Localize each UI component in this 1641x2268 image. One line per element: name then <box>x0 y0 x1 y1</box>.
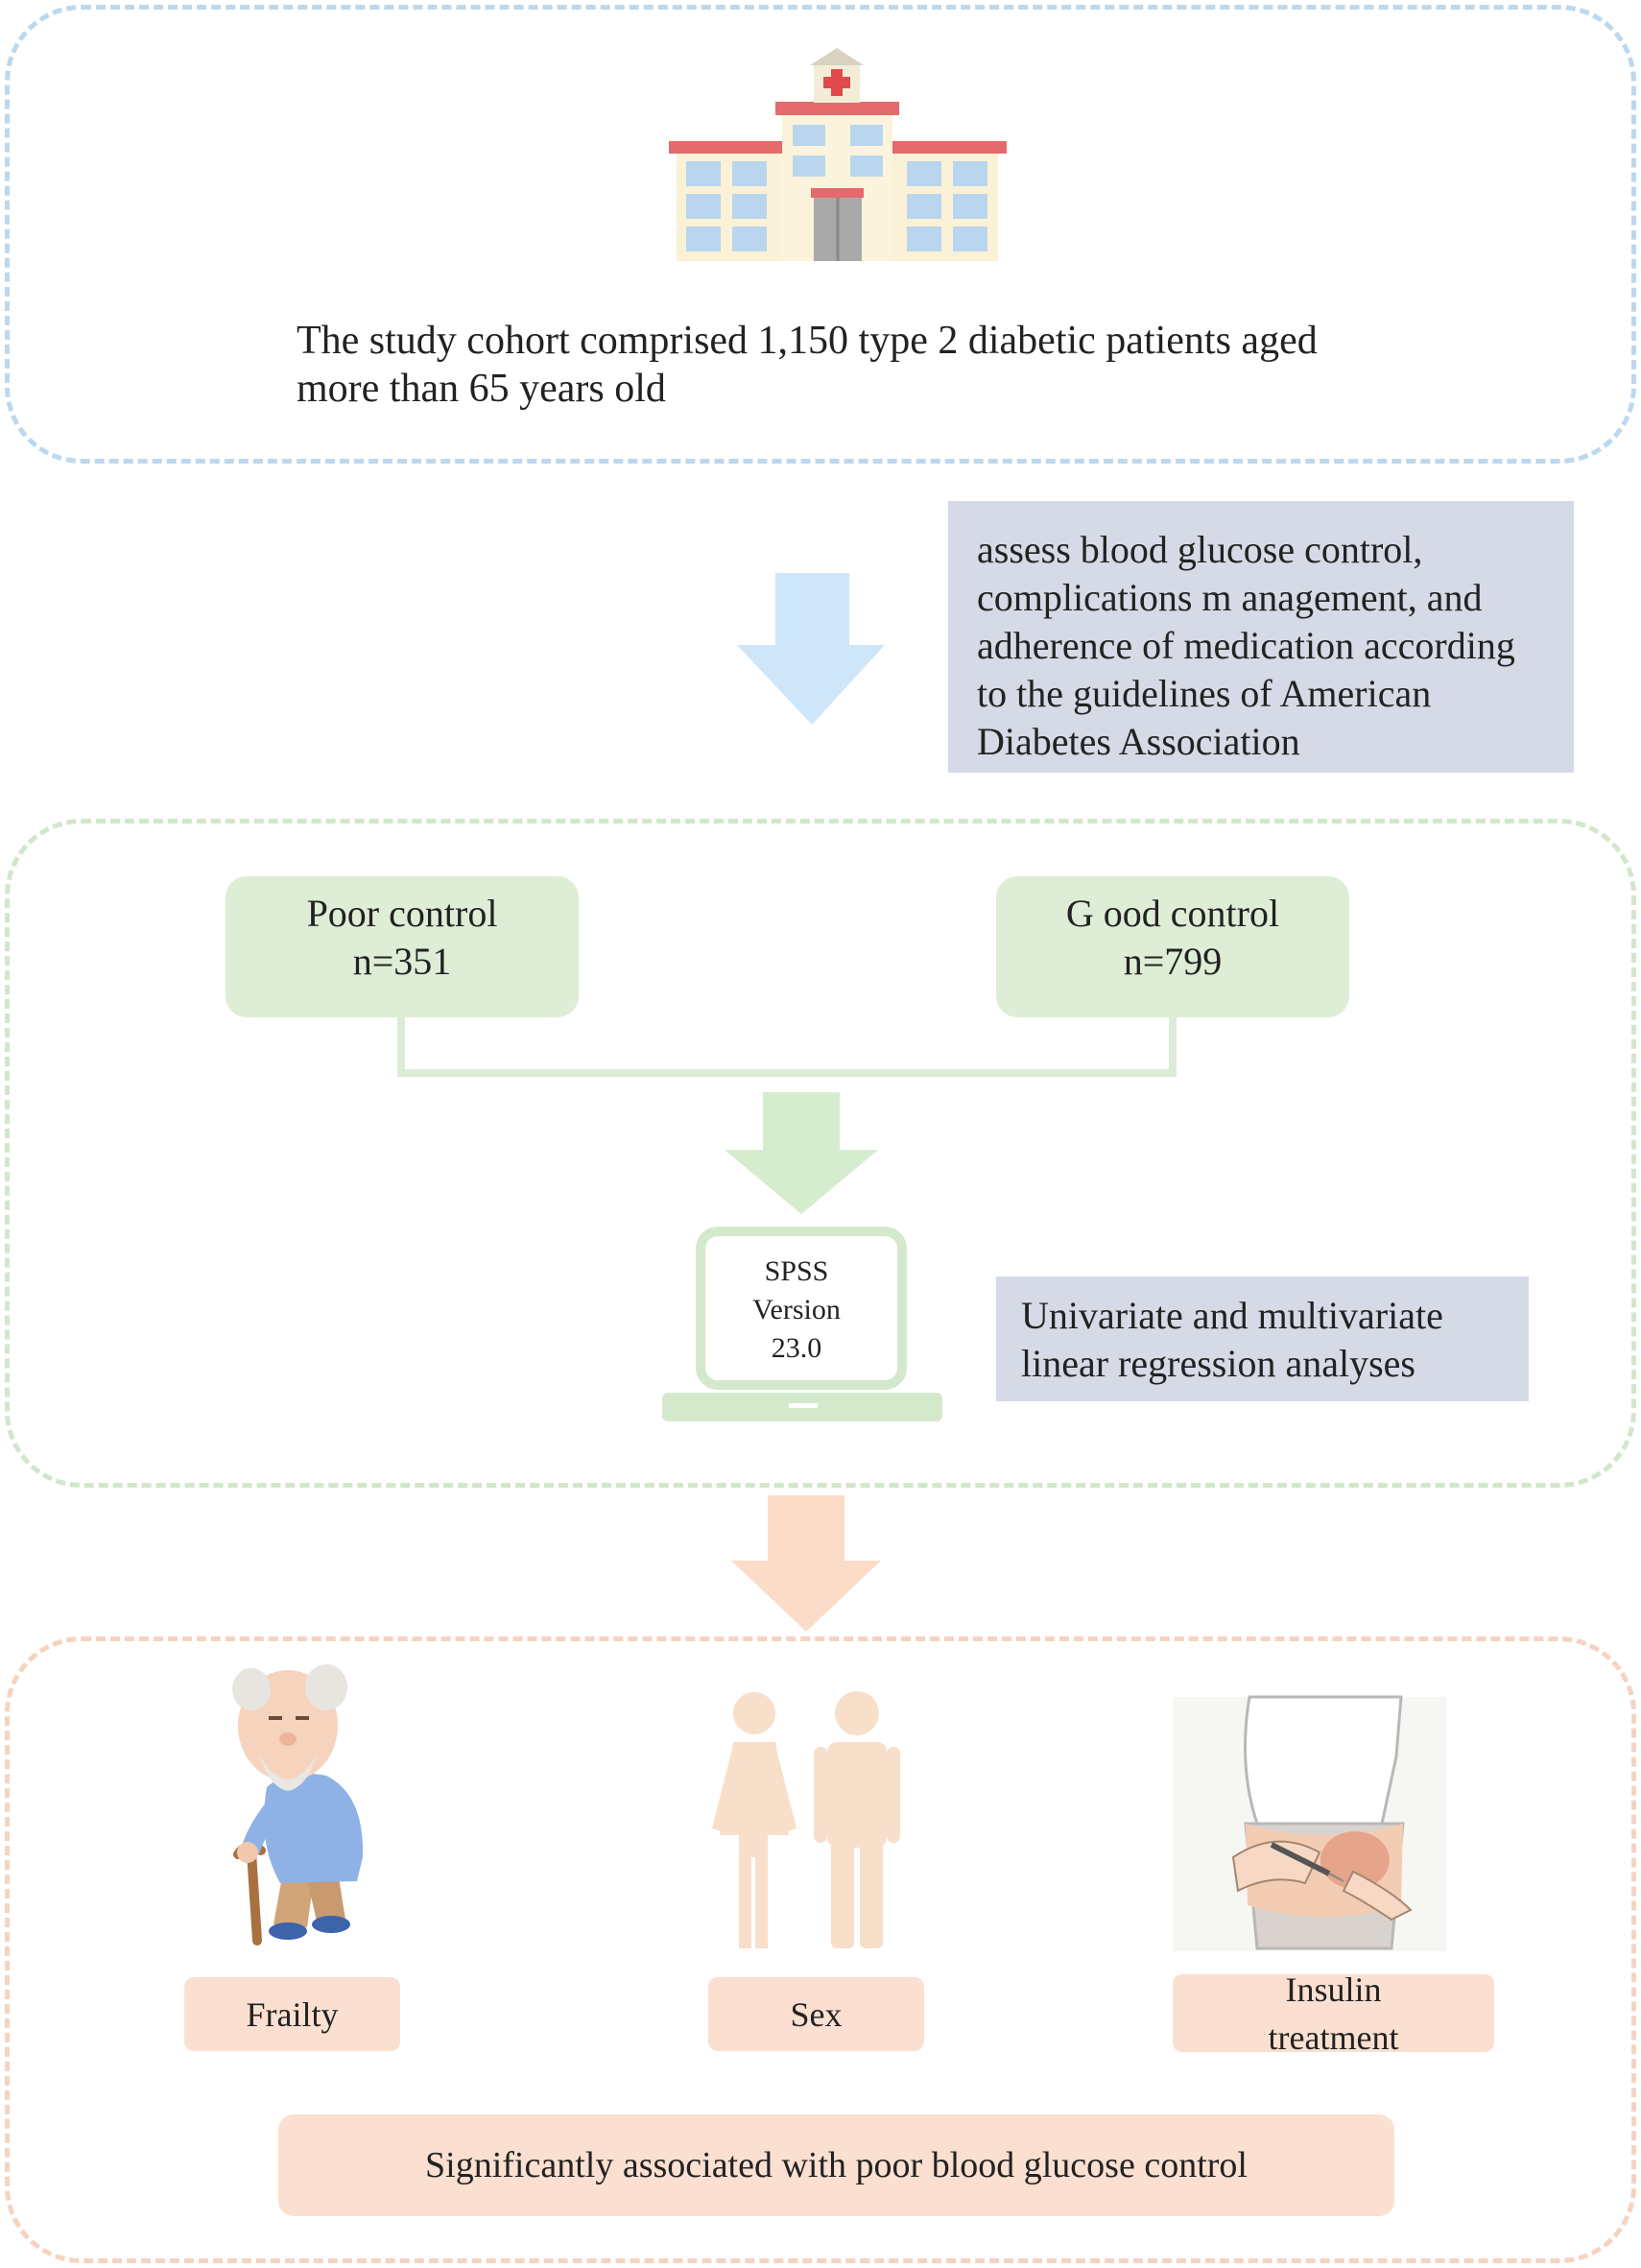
assessment-line: to the guidelines of American <box>977 672 1432 715</box>
group-count: n=351 <box>352 940 452 983</box>
software-version: 23.0 <box>771 1332 822 1364</box>
analysis-line: linear regression analyses <box>1021 1342 1415 1385</box>
down-arrow-icon <box>725 1092 878 1214</box>
laptop-icon <box>662 1227 942 1421</box>
factor-sex: Sex <box>708 1977 924 2051</box>
spss-label: SPSS Version 23.0 <box>729 1253 864 1368</box>
man-woman-icon <box>712 1691 900 1948</box>
result-statement: Significantly associated with poor blood… <box>278 2114 1394 2216</box>
down-arrow-icon <box>737 573 885 725</box>
result-text: Significantly associated with poor blood… <box>425 2145 1248 2185</box>
group-label: Poor control <box>306 892 498 935</box>
results-section <box>5 1636 1636 2263</box>
group-count: n=799 <box>1123 940 1223 983</box>
poor-control-group: Poor control n=351 <box>226 876 579 1017</box>
good-control-group: G ood control n=799 <box>996 876 1349 1017</box>
factor-frailty: Frailty <box>184 1977 400 2051</box>
cohort-section <box>5 5 1636 464</box>
elderly-man-icon <box>232 1664 364 1946</box>
group-connector <box>397 1017 1177 1077</box>
group-label: G ood control <box>1065 892 1280 935</box>
analysis-section <box>5 819 1636 1488</box>
factor-label: Sex <box>790 1994 843 2034</box>
down-arrow-icon <box>731 1495 881 1632</box>
factor-label: treatment <box>1268 2017 1399 2057</box>
analysis-note: Univariate and multivariate linear regre… <box>996 1277 1529 1401</box>
cohort-line: The study cohort comprised 1,150 type 2 … <box>297 319 1318 363</box>
insulin-injection-icon <box>1173 1695 1446 1951</box>
software-name: SPSS <box>764 1255 829 1287</box>
factor-label: Frailty <box>246 1994 339 2034</box>
assessment-line: complications m anagement, and <box>977 576 1483 619</box>
software-version-label: Version <box>752 1294 841 1325</box>
factor-label: Insulin <box>1285 1970 1382 2009</box>
assessment-line: adherence of medication according <box>977 624 1515 667</box>
analysis-line: Univariate and multivariate <box>1021 1294 1443 1337</box>
cohort-description: The study cohort comprised 1,150 type 2 … <box>297 317 1400 413</box>
factor-insulin-treatment: Insulin treatment <box>1173 1970 1494 2057</box>
assessment-line: Diabetes Association <box>977 720 1300 763</box>
assessment-note: assess blood glucose control, complicati… <box>948 501 1574 773</box>
assessment-line: assess blood glucose control, <box>977 528 1423 571</box>
hospital-icon <box>669 48 1007 261</box>
cohort-line: more than 65 years old <box>297 367 666 411</box>
